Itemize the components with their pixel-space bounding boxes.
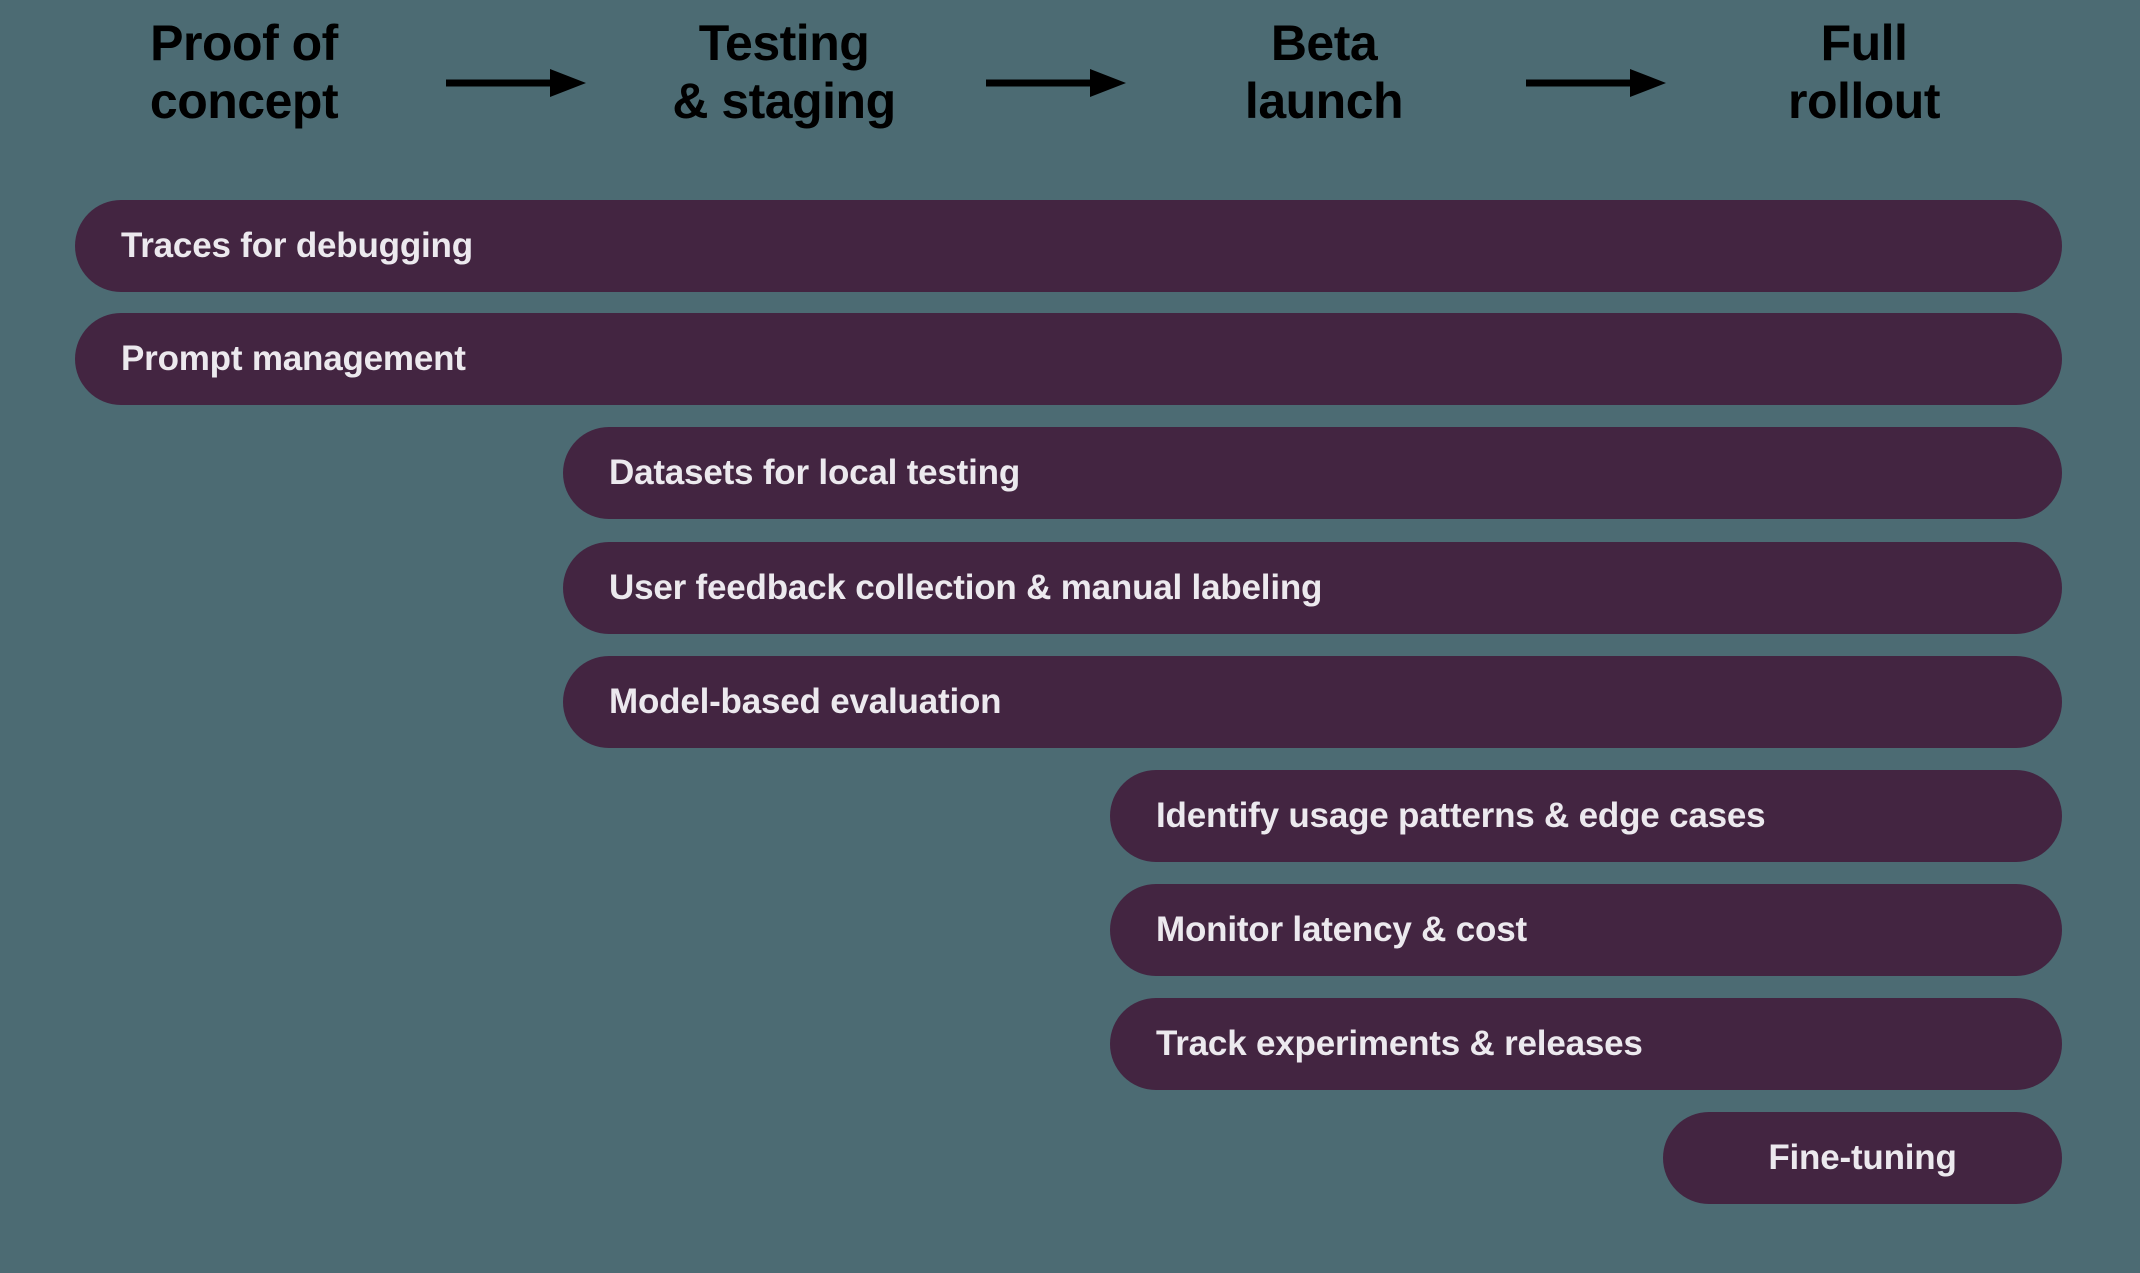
capability-bar[interactable]: Track experiments & releases xyxy=(1110,998,2062,1090)
stage-label-testing-and-staging: Testing & staging xyxy=(672,15,896,129)
capability-bar-label: Traces for debugging xyxy=(121,226,473,265)
stage-label-full-rollout: Full rollout xyxy=(1787,15,1941,129)
capability-bar-label: User feedback collection & manual labeli… xyxy=(609,568,1323,607)
capability-bar-label: Identify usage patterns & edge cases xyxy=(1156,796,1766,835)
arrow-right-icon xyxy=(446,66,586,100)
stage-header: Proof of concept Testing & staging Beta … xyxy=(0,0,2140,150)
capability-bar[interactable]: User feedback collection & manual labeli… xyxy=(563,542,2062,634)
arrow-right-icon xyxy=(1526,66,1666,100)
capability-bar[interactable]: Fine-tuning xyxy=(1663,1112,2062,1204)
capability-bar-label: Monitor latency & cost xyxy=(1156,910,1527,949)
arrow-right-icon xyxy=(986,66,1126,100)
capability-bar-label: Fine-tuning xyxy=(1768,1138,1957,1177)
capability-bar[interactable]: Monitor latency & cost xyxy=(1110,884,2062,976)
stage-label-beta-launch: Beta launch xyxy=(1244,15,1404,129)
capability-bar[interactable]: Identify usage patterns & edge cases xyxy=(1110,770,2062,862)
capability-bar[interactable]: Model-based evaluation xyxy=(563,656,2062,748)
capability-bar-label: Prompt management xyxy=(121,339,466,378)
stage-label-proof-of-concept: Proof of concept xyxy=(149,15,339,129)
capability-bar-label: Track experiments & releases xyxy=(1156,1024,1643,1063)
capability-bar-label: Model-based evaluation xyxy=(609,682,1002,721)
capability-bar[interactable]: Datasets for local testing xyxy=(563,427,2062,519)
capability-bar[interactable]: Traces for debugging xyxy=(75,200,2062,292)
capability-bar-label: Datasets for local testing xyxy=(609,453,1021,492)
capability-bar[interactable]: Prompt management xyxy=(75,313,2062,405)
